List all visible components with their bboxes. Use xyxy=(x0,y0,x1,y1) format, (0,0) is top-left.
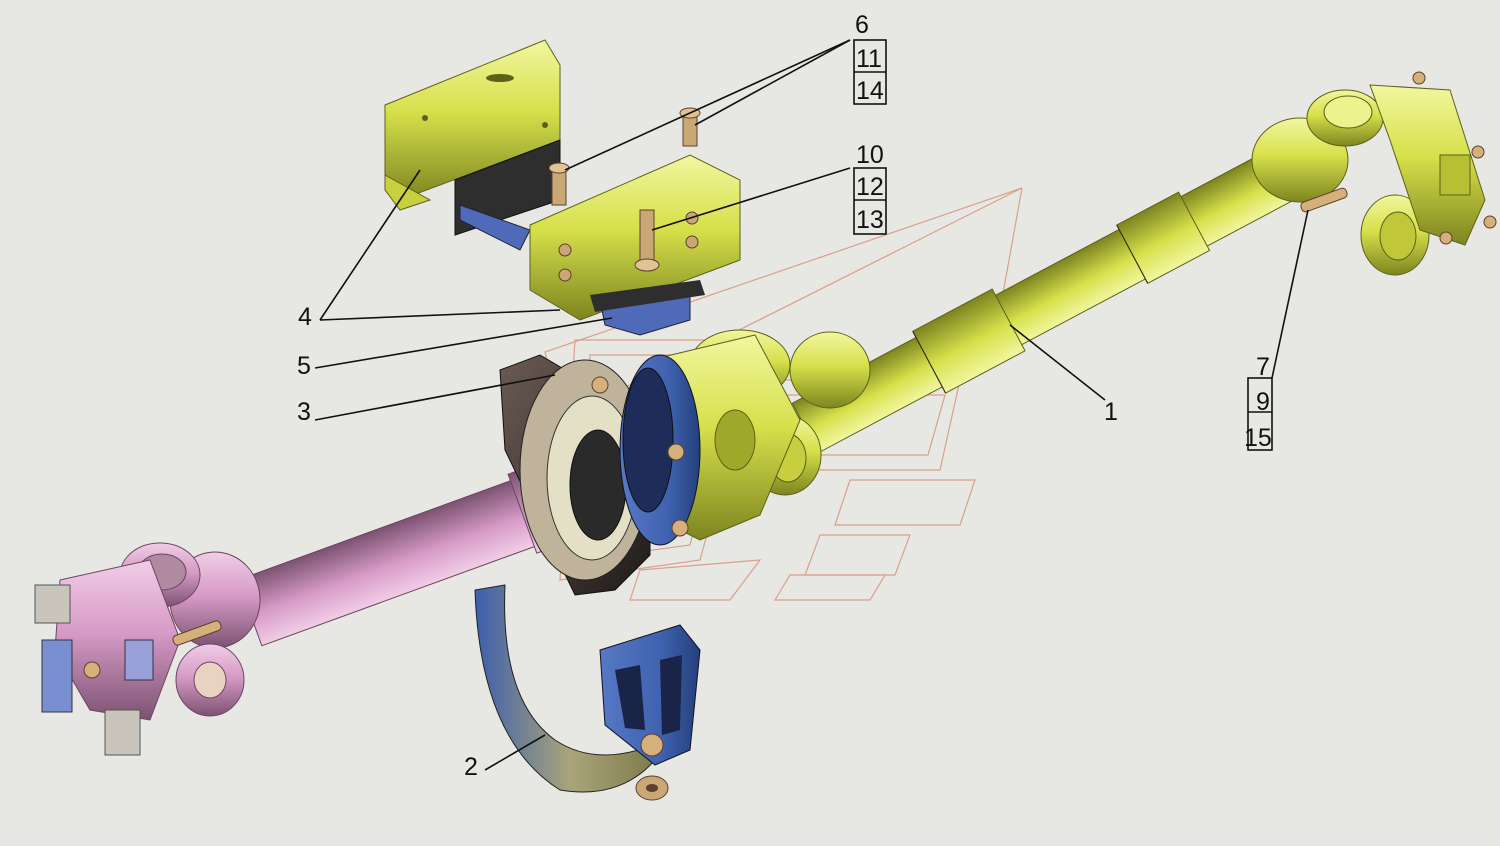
clamp-strap-2 xyxy=(474,584,701,801)
callout-15: 15 xyxy=(1244,424,1272,452)
callout-4: 4 xyxy=(298,303,312,331)
callout-3: 3 xyxy=(297,398,311,426)
callout-5: 5 xyxy=(297,352,311,380)
callout-12: 12 xyxy=(856,173,884,201)
shaft-pink xyxy=(34,456,585,756)
callout-1: 1 xyxy=(1104,398,1118,426)
callout-14: 14 xyxy=(856,77,884,105)
callout-11: 11 xyxy=(856,45,882,73)
callout-6: 6 xyxy=(855,11,869,39)
leader-lines xyxy=(314,39,1309,771)
bolt-10 xyxy=(634,209,660,272)
shaft-1-yellow xyxy=(649,71,1497,541)
left-universal-joint xyxy=(34,542,261,756)
callout-10: 10 xyxy=(856,141,884,169)
bolt-6 xyxy=(548,162,570,206)
upper-bracket-4 xyxy=(384,39,561,251)
callout-7: 7 xyxy=(1256,353,1270,381)
lower-bracket-5 xyxy=(529,154,741,336)
center-bearing-3 xyxy=(499,354,701,596)
callout-labels: 6 11 14 10 12 13 4 5 3 1 7 9 15 2 xyxy=(297,11,1272,781)
callout-13: 13 xyxy=(856,206,884,234)
callout-9: 9 xyxy=(1256,388,1270,416)
callout-2: 2 xyxy=(464,753,478,781)
right-universal-joint xyxy=(1251,71,1497,276)
